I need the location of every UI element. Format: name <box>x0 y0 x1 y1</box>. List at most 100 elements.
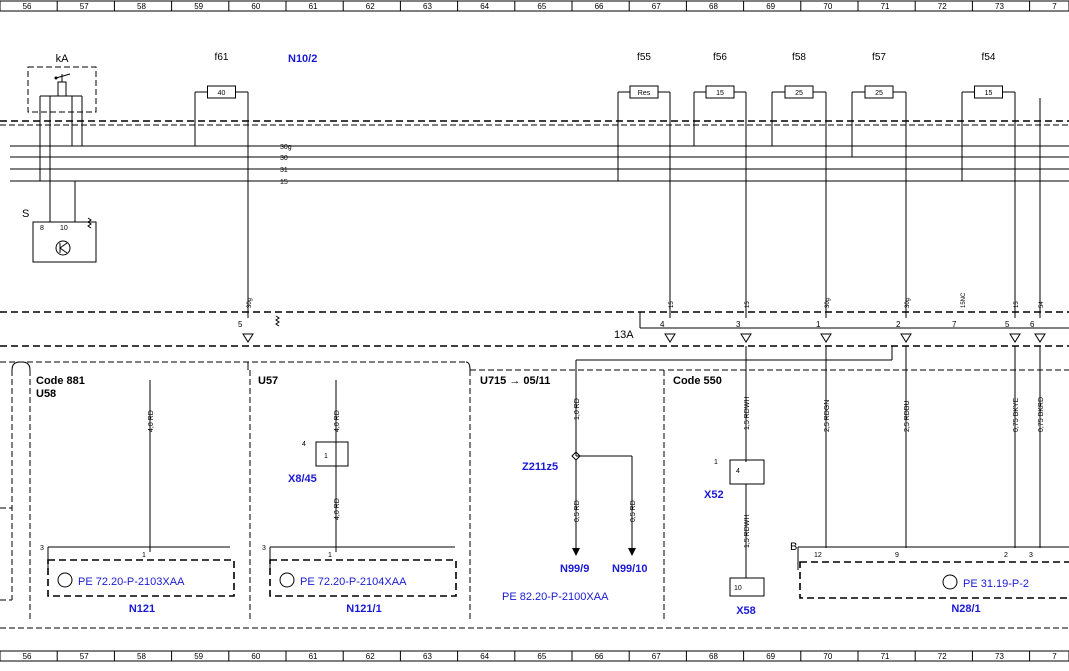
right-wires: 2,5 RDGN 2,5 RDBU 0,75 BKYE 0,75 BKRD <box>824 346 1045 548</box>
module-n121-code: Code 881 <box>36 375 85 387</box>
n28-pin-0: 12 <box>814 552 822 559</box>
module-code550: Code 550 1,5 RDWH 1 4 X52 1,5 RDWH 10 X5… <box>673 346 765 617</box>
connector-pin-signal: 54 <box>1039 301 1045 308</box>
connector-pin-signal: 15 <box>745 301 751 308</box>
connector-arrow-icon <box>740 333 752 343</box>
connector-pin-signal: 30g <box>905 298 911 308</box>
n28-pin-3: 3 <box>1029 552 1033 559</box>
module-u715-out-a: N99/9 <box>560 563 589 575</box>
module-u715-ref: PE 82.20-P-2100XAA <box>502 591 609 603</box>
transistor-icon-2 <box>279 572 295 588</box>
fuse-rating: 25 <box>795 90 803 97</box>
splice-label: Z211z5 <box>522 461 558 473</box>
bus-label-31: 31 <box>280 167 288 174</box>
fuse-rating: 15 <box>716 90 724 97</box>
top-ruler-number: 66 <box>595 2 604 11</box>
bottom-ruler-number: 71 <box>881 652 890 661</box>
bottom-ruler-number: 68 <box>709 652 718 661</box>
connector-pin-number: 6 <box>1030 320 1035 329</box>
bottom-ruler-number: 66 <box>595 652 604 661</box>
resistor-icon <box>275 315 280 327</box>
fuse-body <box>974 85 1003 99</box>
connector-pin-number: 7 <box>952 320 957 329</box>
arrow-down-icon-2 <box>628 548 636 556</box>
connector-arrow-icon <box>900 333 912 343</box>
bottom-ruler-number: 70 <box>823 652 832 661</box>
top-ruler-number: 65 <box>537 2 546 11</box>
s-label: S <box>22 208 29 220</box>
x52-pin-a: 1 <box>714 459 718 466</box>
x52-connector <box>729 459 765 485</box>
bottom-ruler-number: 59 <box>194 652 203 661</box>
top-ruler-number: 64 <box>480 2 489 11</box>
fuse-rating: 40 <box>218 90 226 97</box>
module-n121: Code 881 U58 4,0 RD 3 1 PE 72.20-P-2103X… <box>36 375 235 615</box>
fuse-name: f61 <box>215 52 229 63</box>
n28-pin-1: 9 <box>895 552 899 559</box>
module-code550-wire2: 1,5 RDWH <box>744 515 751 548</box>
module-code550-wire: 1,5 RDWH <box>744 397 751 430</box>
bus-label-30g: 30g <box>280 144 292 151</box>
fuse-body <box>629 85 659 99</box>
ka-relay-box <box>27 66 97 113</box>
top-ruler-number: 67 <box>652 2 661 11</box>
module-n121-pin-conn: 1 <box>142 552 146 559</box>
connector-arrow-icon <box>242 333 254 343</box>
top-ruler-number: 69 <box>766 2 775 11</box>
connector-pin-number: 1 <box>816 320 821 329</box>
module-n121-1-ref: PE 72.20-P-2104XAA <box>300 576 407 588</box>
fuse-rating: 25 <box>875 90 883 97</box>
fuse-body <box>864 85 894 99</box>
bottom-ruler-number: 73 <box>995 652 1004 661</box>
module-n121-wire: 4,0 RD <box>148 410 155 432</box>
module-u715-out-b: N99/10 <box>612 563 647 575</box>
wire-bkye: 0,75 BKYE <box>1013 397 1020 432</box>
connector-13a-label: 13A <box>614 329 634 341</box>
wire-rdbu: 2,5 RDBU <box>904 400 911 432</box>
bottom-ruler-number: 67 <box>652 652 661 661</box>
bottom-ruler-number: 61 <box>309 652 318 661</box>
s-pin8: 8 <box>40 225 44 232</box>
module-n121-1-pin-top: 3 <box>262 545 266 552</box>
top-ruler-number: 70 <box>823 2 832 11</box>
module-u715: U715 → 05/11 1,0 RD Z211z5 0,5 RD 0,5 RD… <box>480 346 893 603</box>
connector-pin-signal: 15 <box>669 301 675 308</box>
s-switch-component: 8 10 <box>32 217 97 263</box>
x8-45-label: X8/45 <box>288 473 317 485</box>
fuse-name: f55 <box>637 52 651 63</box>
fuse-body <box>207 85 236 99</box>
module-n121-sub: U58 <box>36 388 56 400</box>
bottom-ruler-number: 64 <box>480 652 489 661</box>
top-ruler-number: 60 <box>251 2 260 11</box>
module-n121-1-wire: 4,0 RD <box>334 410 341 432</box>
module-code550-code: Code 550 <box>673 375 722 387</box>
connector-pin-signal: 15NC <box>961 292 967 308</box>
connector-arrow-icon <box>1009 333 1021 343</box>
module-n121-name: N121 <box>129 603 155 615</box>
module-u715-code: U715 → 05/11 <box>480 375 550 387</box>
connector-pin-signal: 30g <box>825 298 831 308</box>
top-ruler-number: 68 <box>709 2 718 11</box>
top-ruler-number: 7 <box>1052 2 1057 11</box>
module-u715-wire-b: 0,5 RD <box>630 500 637 522</box>
fuse-body <box>784 85 814 99</box>
top-ruler-number: 73 <box>995 2 1004 11</box>
module-n121-ref: PE 72.20-P-2103XAA <box>78 576 185 588</box>
bottom-ruler-number: 56 <box>23 652 32 661</box>
top-ruler-number: 71 <box>881 2 890 11</box>
connector-pin-signal: 30g <box>247 298 253 308</box>
module-n121-pin-top: 3 <box>40 545 44 552</box>
fuse-wires <box>194 98 1041 318</box>
transistor-icon <box>57 572 73 588</box>
connector-arrow-icon <box>664 333 676 343</box>
bus-label-15: 15 <box>280 179 288 186</box>
n28-name: N28/1 <box>951 603 980 615</box>
bottom-ruler-number: 57 <box>80 652 89 661</box>
x58-label: X58 <box>736 605 756 617</box>
x58-pin: 10 <box>734 585 742 592</box>
top-ruler-number: 62 <box>366 2 375 11</box>
transistor-icon-3 <box>942 574 958 590</box>
connector-arrow-icon <box>820 333 832 343</box>
connector-pin-number: 5 <box>1005 320 1010 329</box>
